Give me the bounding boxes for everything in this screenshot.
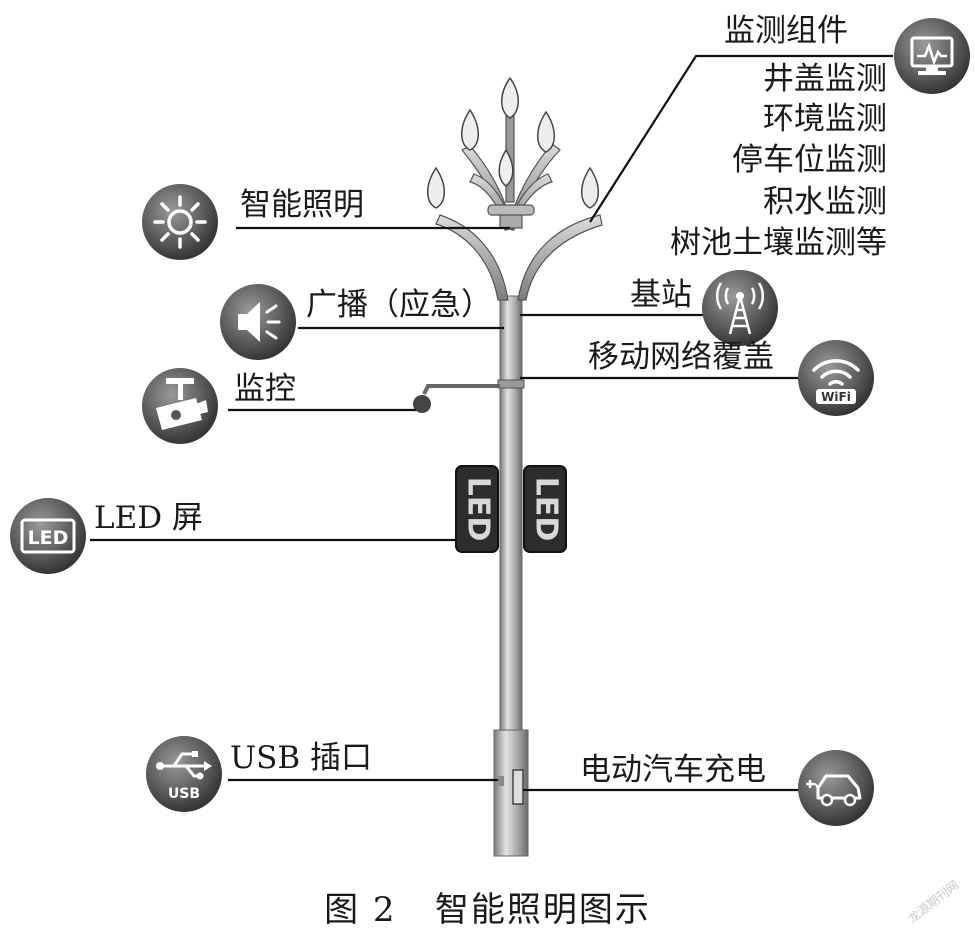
line-monitoring: [589, 54, 893, 223]
label-monitoring-item: 井盖监测: [763, 61, 887, 97]
pole-upper: [499, 295, 523, 733]
label-monitoring-item: 停车位监测: [732, 142, 887, 178]
label-led-screen: LED 屏: [94, 500, 203, 536]
lamp-heads: [427, 76, 599, 209]
dome-camera: [413, 395, 431, 413]
light-crown: [435, 111, 603, 301]
usb-slot: [498, 776, 504, 786]
usb-icon: USB: [146, 736, 222, 812]
monitor-icon: [894, 18, 970, 94]
label-usb-port: USB 插口: [230, 740, 372, 776]
speaker-icon: [220, 284, 296, 360]
led-icon-text: LED: [28, 527, 69, 549]
led-screen-left-text: LED: [461, 477, 496, 542]
led-screen-left: LED: [455, 465, 499, 553]
label-monitoring-item: 环境监测: [763, 101, 887, 137]
camera-icon: [142, 368, 218, 444]
usb-icon-text: USB: [168, 786, 200, 802]
wifi-icon: WiFi: [798, 340, 874, 416]
label-monitoring-item: 树池土壤监测等: [670, 225, 887, 261]
led-screen-right: LED: [523, 465, 567, 553]
label-broadcast: 广播（应急）: [306, 287, 492, 323]
label-mobile-network: 移动网络覆盖: [588, 339, 774, 375]
camera-arm: [413, 384, 500, 413]
label-smart-lighting: 智能照明: [240, 187, 364, 223]
led-icon: LED: [10, 498, 86, 574]
leader-lines: [90, 54, 893, 792]
label-ev-charging: 电动汽车充电: [580, 752, 766, 788]
cell-tower-icon: [702, 270, 778, 346]
label-monitoring-item: 积水监测: [763, 184, 887, 220]
led-screen-right-text: LED: [529, 477, 564, 542]
pole-band: [497, 379, 525, 389]
wifi-icon-text: WiFi: [821, 390, 851, 404]
sun-icon: [142, 184, 218, 260]
charging-port: [512, 769, 524, 805]
figure-caption: 图 2 智能照明图示: [324, 890, 651, 930]
street-pole: [493, 295, 529, 857]
label-surveillance: 监控: [234, 371, 296, 407]
label-monitoring-title: 监测组件: [724, 13, 848, 49]
label-base-station: 基站: [630, 277, 692, 313]
ev-car-icon: [798, 750, 874, 826]
